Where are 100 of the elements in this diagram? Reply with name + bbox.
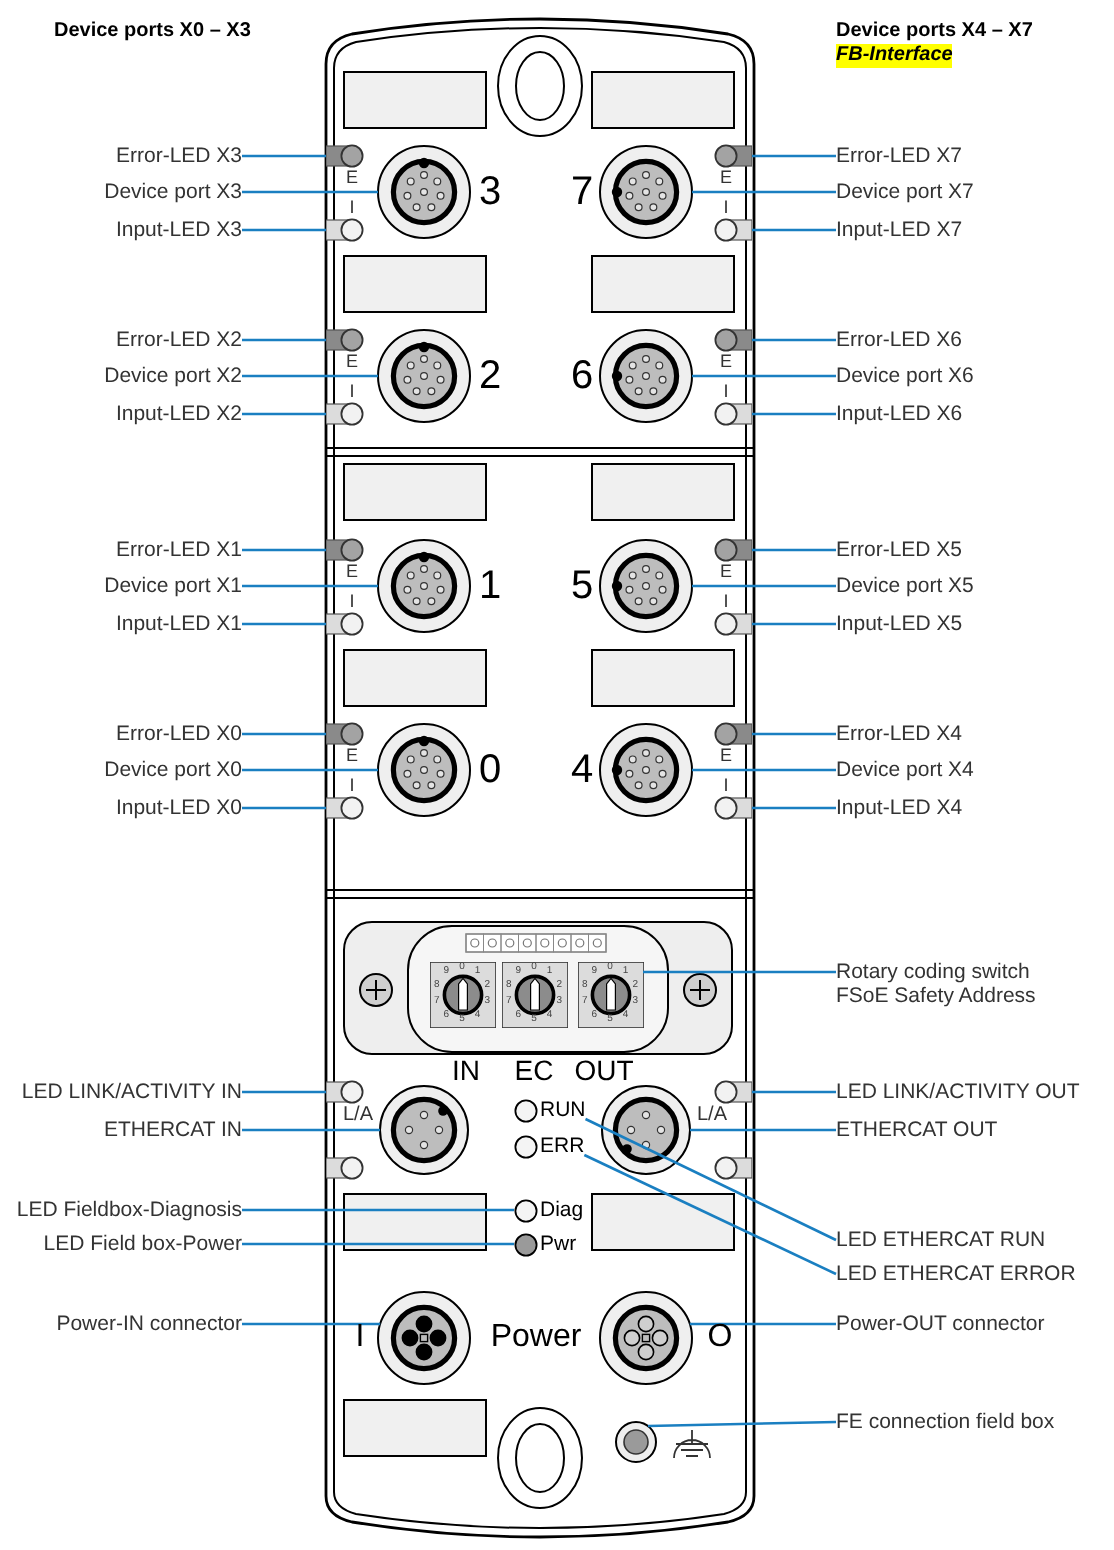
leader-line [584, 1117, 837, 1242]
led-letter: I [723, 199, 729, 217]
status-led [514, 1197, 584, 1223]
led [714, 328, 752, 352]
led [714, 218, 752, 242]
led-letter: E [346, 563, 358, 581]
leader-line [242, 190, 378, 194]
led-letter: I [349, 199, 355, 217]
led [326, 328, 364, 352]
led [326, 1156, 364, 1180]
callout-label: Error-LED X5 [836, 538, 963, 562]
leader-line [752, 412, 836, 416]
leader-line [583, 1153, 837, 1276]
highlighted-note: FB-Interface [836, 44, 953, 68]
port-number: 3 [478, 172, 502, 212]
led [714, 722, 752, 746]
section-heading: Device ports X4 – X7 [836, 20, 1033, 44]
leader-line [692, 374, 836, 378]
leader-line [242, 412, 326, 416]
callout-label: Input-LED X7 [836, 218, 963, 242]
port-number: 5 [570, 566, 594, 606]
leader-line [752, 806, 836, 810]
callout-label: Device port X6 [836, 364, 974, 388]
callout-label: Input-LED X2 [115, 402, 242, 426]
leader-line [242, 228, 326, 232]
callout-label: LED Field box-Power [43, 1232, 242, 1256]
device-port-connector [598, 722, 694, 818]
callout-label: Device port X4 [836, 758, 974, 782]
callout-label: Device port X3 [104, 180, 242, 204]
led [326, 722, 364, 746]
port-group-label: EC [514, 1056, 554, 1084]
led [714, 796, 752, 820]
led [714, 1080, 752, 1104]
callout-label: LED LINK/ACTIVITY IN [21, 1080, 242, 1104]
led [714, 538, 752, 562]
callout-label: Input-LED X0 [115, 796, 242, 820]
rotary-switch [429, 961, 495, 1027]
led [326, 402, 364, 426]
led-letter: E [346, 747, 358, 765]
led-label: ERR [540, 1133, 585, 1159]
leader-line [242, 1128, 380, 1132]
callout-label: LED Fieldbox-Diagnosis [16, 1198, 242, 1222]
callout-label: Error-LED X6 [836, 328, 963, 352]
callout-label: Rotary coding switch FSoE Safety Address [836, 960, 1060, 1008]
callout-label: Power-IN connector [56, 1312, 242, 1336]
callout-label: Input-LED X6 [836, 402, 963, 426]
leader-line [752, 732, 836, 736]
network-connector [600, 1084, 692, 1176]
led-label: L/A [697, 1106, 727, 1126]
led [714, 402, 752, 426]
port-number: 7 [570, 172, 594, 212]
device-port-connector [376, 722, 472, 818]
led-letter: I [723, 383, 729, 401]
led-label: Diag [540, 1197, 584, 1223]
callout-label: Device port X0 [104, 758, 242, 782]
leader-line [752, 622, 836, 626]
leader-line [752, 154, 836, 158]
led-letter: E [346, 353, 358, 371]
led [714, 1156, 752, 1180]
device-port-connector [376, 328, 472, 424]
callout-label: LED LINK/ACTIVITY OUT [836, 1080, 1080, 1104]
callout-label: LED ETHERCAT ERROR [836, 1262, 1076, 1286]
leader-line [689, 1322, 836, 1326]
led-label: RUN [540, 1097, 586, 1123]
led-letter: I [349, 383, 355, 401]
led-letter: E [720, 353, 732, 371]
led-letter: E [720, 747, 732, 765]
port-number: 0 [478, 750, 502, 790]
leader-line [242, 732, 326, 736]
led-letter: I [349, 593, 355, 611]
led-letter: E [720, 563, 732, 581]
led [714, 612, 752, 636]
power-connector [598, 1290, 694, 1386]
callout-label: FE connection field box [836, 1410, 1055, 1434]
port-group-label: Power [490, 1322, 582, 1354]
leader-line [752, 338, 836, 342]
led [326, 796, 364, 820]
led-letter: I [349, 777, 355, 795]
leader-line [647, 1420, 837, 1428]
rotary-switch [577, 961, 643, 1027]
status-led [514, 1231, 577, 1257]
led-letter: E [720, 169, 732, 187]
earth-terminal [614, 1420, 658, 1464]
leader-line [242, 154, 326, 158]
callout-label: Power-OUT connector [836, 1312, 1045, 1336]
device-port-connector [376, 144, 472, 240]
leader-line [242, 1322, 381, 1326]
leader-line [242, 374, 378, 378]
leader-line [242, 548, 326, 552]
leader-line [752, 548, 836, 552]
led-label: L/A [343, 1106, 373, 1126]
port-number: 1 [478, 566, 502, 606]
status-led [514, 1133, 585, 1159]
leader-line [242, 768, 378, 772]
callout-label: Device port X1 [104, 574, 242, 598]
leader-line [692, 768, 836, 772]
led-label: Pwr [540, 1231, 577, 1257]
led [326, 1080, 364, 1104]
port-group-label: IN [452, 1056, 480, 1084]
callout-label: Input-LED X1 [115, 612, 242, 636]
